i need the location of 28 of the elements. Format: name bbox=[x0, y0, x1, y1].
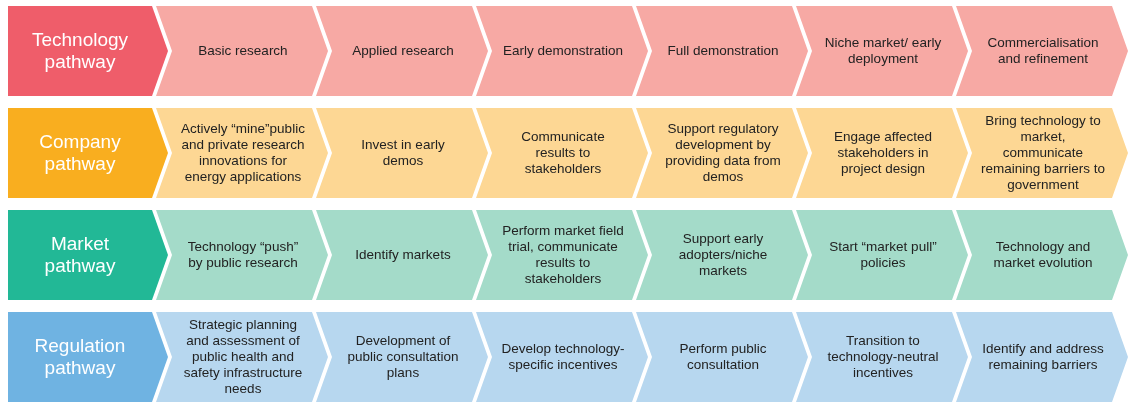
process-step: Transition to technology-neutral incentives bbox=[796, 312, 968, 402]
process-step: Early demonstration bbox=[476, 6, 648, 96]
pathway-header: Regulation pathway bbox=[8, 312, 168, 402]
process-step: Support regulatory development by providing data from demos bbox=[636, 108, 808, 198]
process-step: Identify and address remaining barriers bbox=[956, 312, 1128, 402]
process-step: Invest in early demos bbox=[316, 108, 488, 198]
process-step: Perform public consultation bbox=[636, 312, 808, 402]
process-step: Basic research bbox=[156, 6, 328, 96]
process-step: Technology “push” by public research bbox=[156, 210, 328, 300]
process-step: Full demonstration bbox=[636, 6, 808, 96]
process-step: Technology and market evolution bbox=[956, 210, 1128, 300]
pathway-header: Technology pathway bbox=[8, 6, 168, 96]
process-step: Develop technology-specific incentives bbox=[476, 312, 648, 402]
pathway-header: Company pathway bbox=[8, 108, 168, 198]
process-step: Strategic planning and assessment of public health and safety infrastructure needs bbox=[156, 312, 328, 402]
pathway-header: Market pathway bbox=[8, 210, 168, 300]
process-step: Communicate results to stakeholders bbox=[476, 108, 648, 198]
process-step: Start “market pull” policies bbox=[796, 210, 968, 300]
process-step: Commercialisation and refinement bbox=[956, 6, 1128, 96]
process-step: Niche market/ early deployment bbox=[796, 6, 968, 96]
process-step: Bring technology to market, communicate remaining barriers to government bbox=[956, 108, 1128, 198]
process-step: Development of public consultation plans bbox=[316, 312, 488, 402]
process-step: Perform market field trial, communicate results to stakeholders bbox=[476, 210, 648, 300]
process-step: Applied research bbox=[316, 6, 488, 96]
process-step: Engage affected stakeholders in project design bbox=[796, 108, 968, 198]
process-step: Support early adopters/niche markets bbox=[636, 210, 808, 300]
process-step: Identify markets bbox=[316, 210, 488, 300]
process-step: Actively “mine”public and private research innovations for energy applications bbox=[156, 108, 328, 198]
